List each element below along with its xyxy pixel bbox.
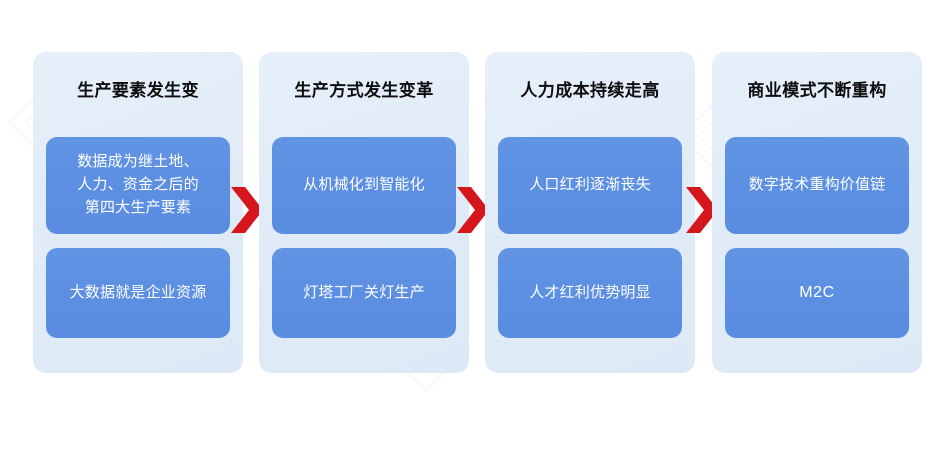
stage-1-item-card-1[interactable]: 数据成为继土地、 人力、资金之后的 第四大生产要素 — [46, 137, 230, 234]
stage-panel-2[interactable]: 生产方式发生变革 从机械化到智能化 灯塔工厂关灯生产 — [259, 52, 469, 373]
stage-2-item-label-2: 灯塔工厂关灯生产 — [303, 283, 425, 301]
chevron-right-icon — [686, 187, 718, 233]
stage-3-item-card-1[interactable]: 人口红利逐渐丧失 — [498, 137, 682, 234]
stage-1-item-card-2[interactable]: 大数据就是企业资源 — [46, 248, 230, 338]
stage-panel-4[interactable]: 商业模式不断重构 数字技术重构价值链 M2C — [712, 52, 922, 373]
stage-panel-3[interactable]: 人力成本持续走高 人口红利逐渐丧失 人才红利优势明显 — [485, 52, 695, 373]
stage-4-item-card-1[interactable]: 数字技术重构价值链 — [725, 137, 909, 234]
stage-3-item-label-2: 人才红利优势明显 — [529, 283, 651, 301]
stage-4-item-label-2: M2C — [799, 283, 835, 301]
stage-3-item-label-1: 人口红利逐渐丧失 — [529, 176, 651, 194]
stage-title-2: 生产方式发生变革 — [294, 81, 434, 100]
stage-2-item-card-1[interactable]: 从机械化到智能化 — [272, 137, 456, 234]
stage-title-1: 生产要素发生变 — [77, 81, 199, 100]
stage-panel-1[interactable]: 生产要素发生变 数据成为继土地、 人力、资金之后的 第四大生产要素 大数据就是企… — [33, 52, 243, 373]
stage-1-item-label-2: 大数据就是企业资源 — [69, 283, 207, 301]
stage-1-item-label-1: 数据成为继土地、 人力、资金之后的 第四大生产要素 — [77, 153, 199, 216]
stage-4-item-card-2[interactable]: M2C — [725, 248, 909, 338]
stage-4-item-label-1: 数字技术重构价值链 — [748, 176, 886, 194]
stage-3-item-card-2[interactable]: 人才红利优势明显 — [498, 248, 682, 338]
stage-title-3: 人力成本持续走高 — [520, 81, 660, 100]
chevron-right-icon — [457, 187, 489, 233]
stage-2-item-card-2[interactable]: 灯塔工厂关灯生产 — [272, 248, 456, 338]
stage-title-4: 商业模式不断重构 — [747, 81, 887, 100]
stage-2-item-label-1: 从机械化到智能化 — [303, 176, 425, 194]
chevron-right-icon — [231, 187, 263, 233]
